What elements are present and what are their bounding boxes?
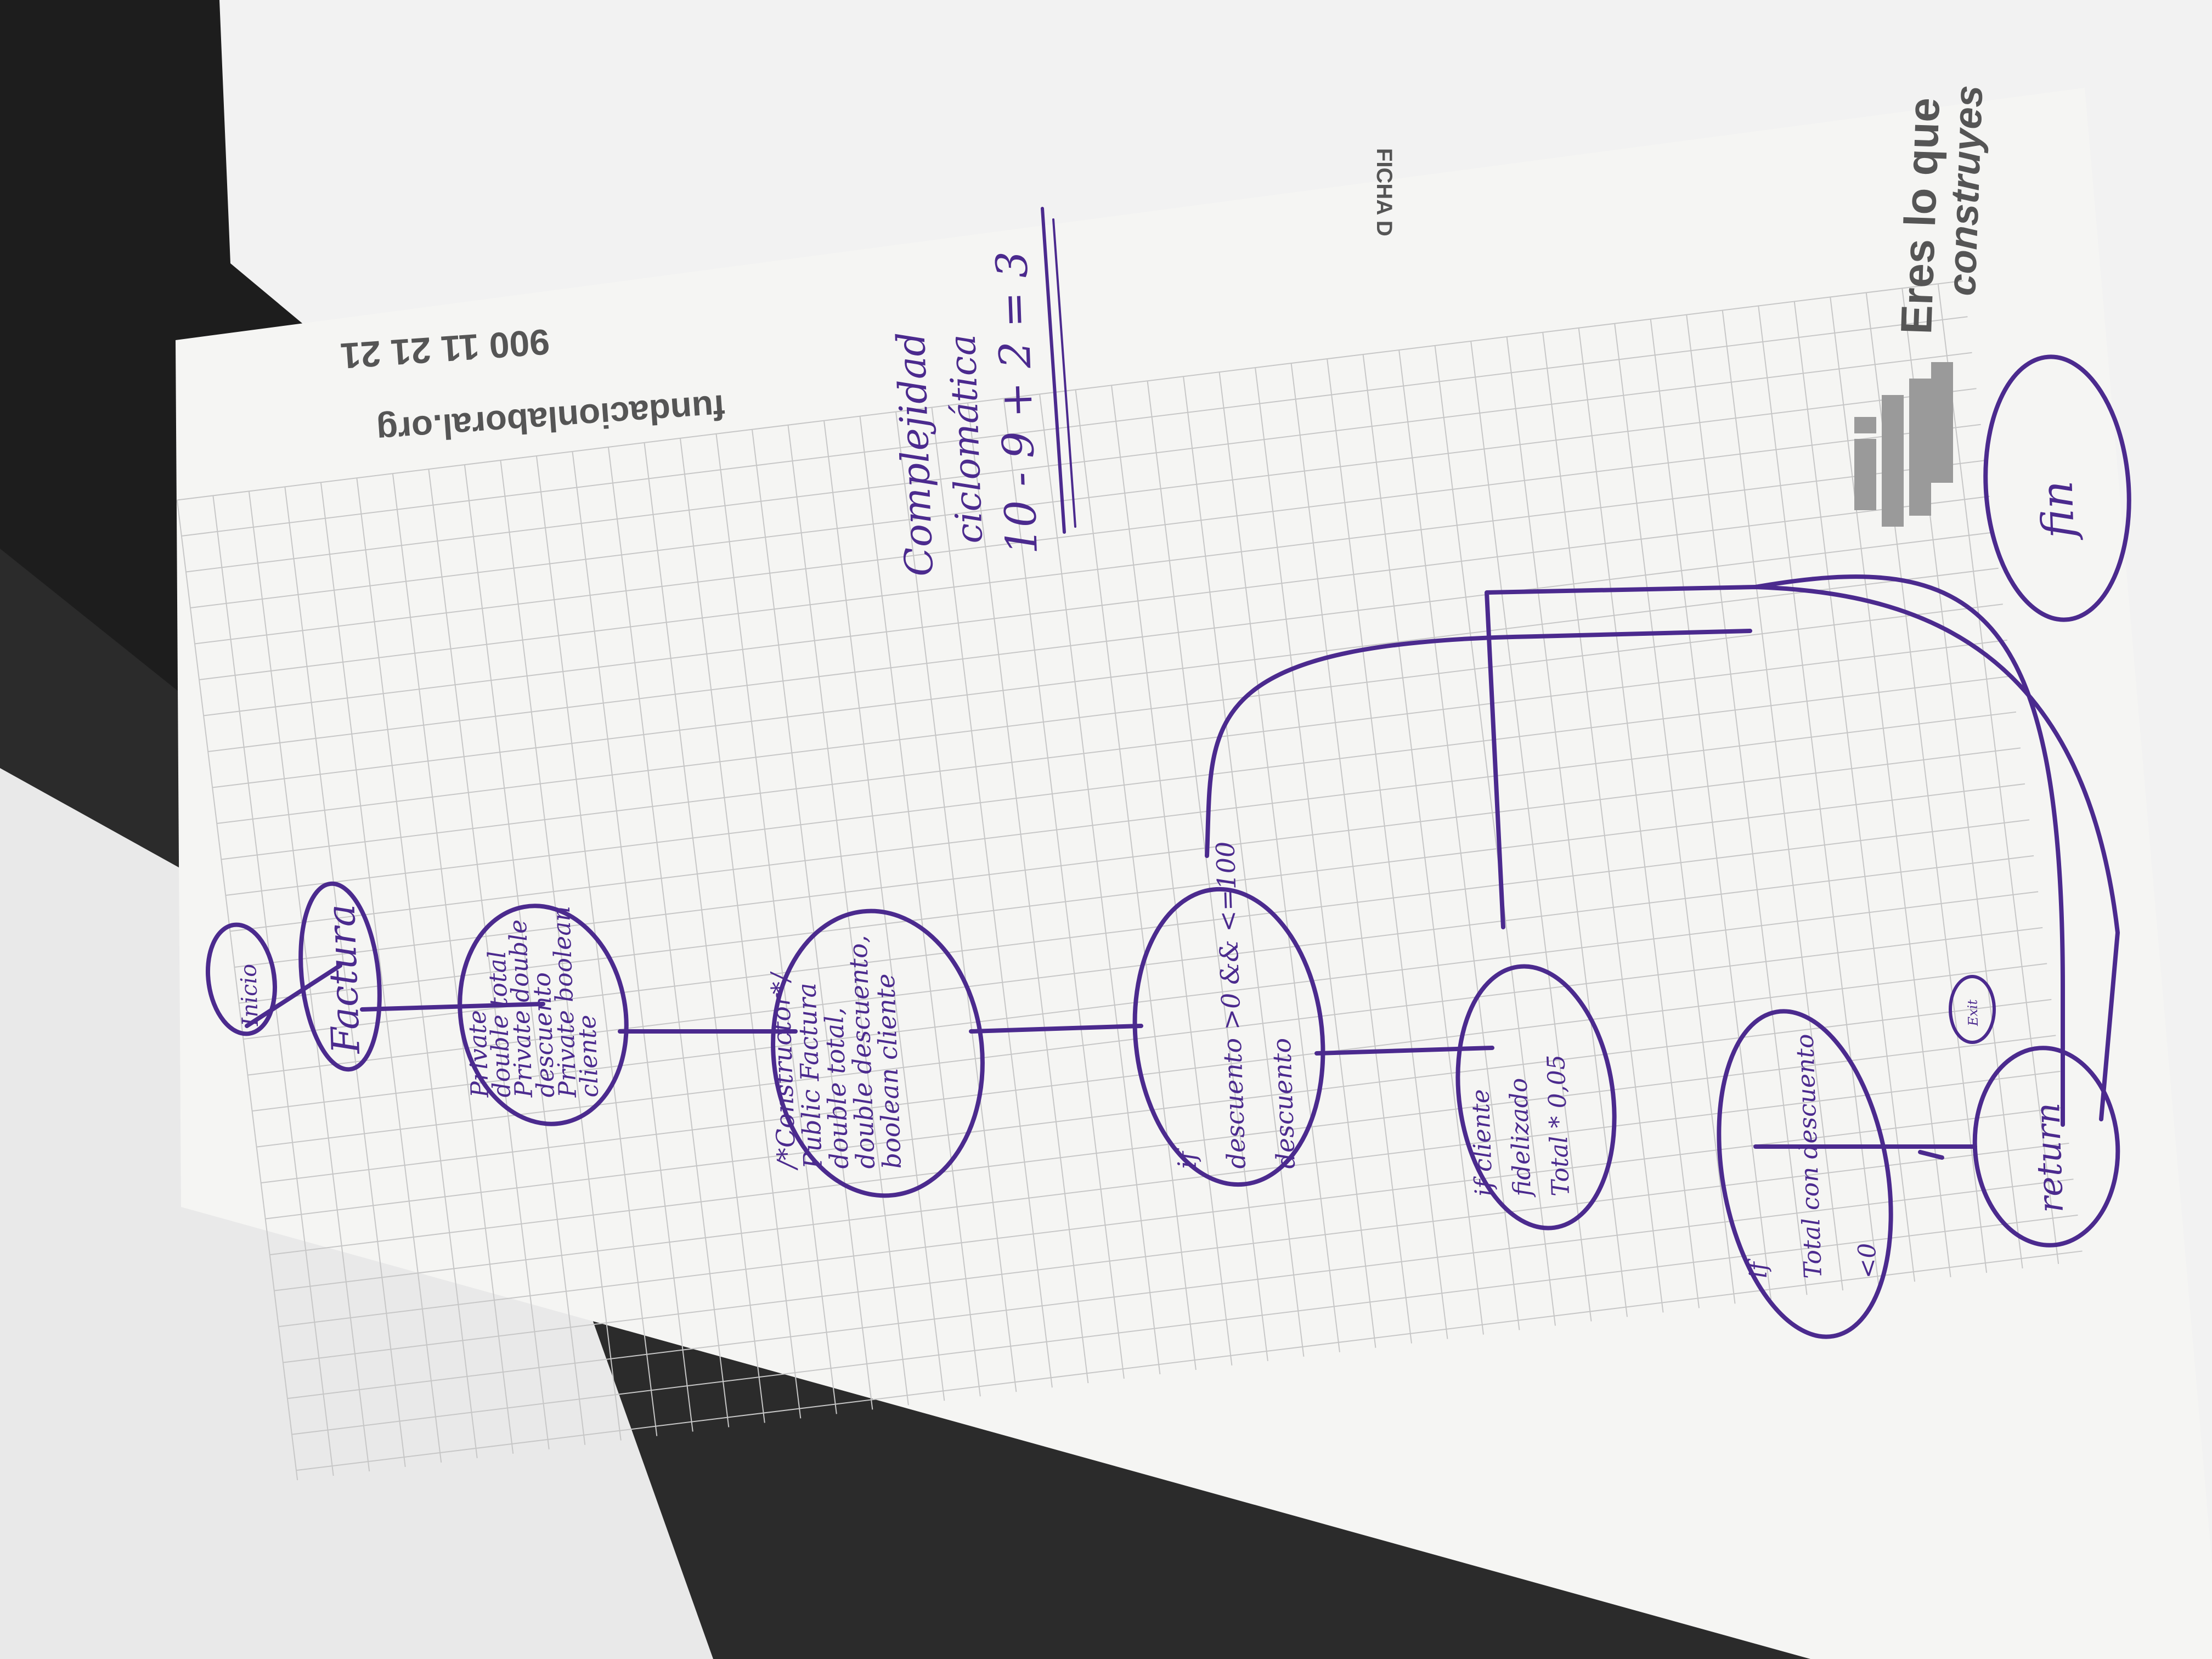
node-small: Exit [1949, 975, 1996, 1044]
slogan-line2: construyes [1940, 84, 1991, 297]
note-title: Complejidad [888, 331, 942, 578]
note-underline2 [1052, 218, 1076, 528]
node-return-label: return [2027, 1102, 2071, 1214]
logo-bars [1854, 362, 1953, 527]
node-inicio: Inicio [205, 922, 278, 1036]
note-subtitle: ciclomática [941, 334, 991, 544]
slogan-line1: Eres lo que [1892, 97, 1949, 335]
node-fin-label: fin [2031, 480, 2084, 542]
constructor-line: boolean cliente [871, 973, 907, 1170]
attr-line: double total [483, 950, 516, 1098]
grid-lines [176, 280, 2083, 1481]
flow-connectors [245, 574, 2120, 1160]
constructor-line: double total, [819, 1007, 854, 1170]
under-page-header: FICHA D [1372, 148, 1396, 236]
note-underline [1041, 207, 1066, 534]
node-inicio-label: Inicio [236, 963, 263, 1027]
node-fin: fin [1983, 354, 2131, 622]
attr-line: descuento [528, 972, 560, 1098]
if2-line: fidelizado [1504, 1077, 1537, 1198]
if2-line: if cliente [1466, 1089, 1498, 1197]
node-factura-label: Factura [319, 903, 369, 1056]
constructor-line: Public Factura [792, 982, 828, 1170]
constructor-line: /*Constructor*/ [765, 970, 802, 1171]
if1-line: descuento [1267, 1037, 1301, 1169]
if3-line: <0 [1853, 1243, 1882, 1279]
attr-line: cliente [573, 1014, 604, 1098]
grid-paper [176, 88, 2212, 1659]
cyclomatic-note: Complejidad ciclomática 10 - 9 + 2 = 3 [888, 207, 1076, 578]
attr-line: Private [463, 1009, 494, 1098]
node-factura: Factura [298, 881, 382, 1072]
node-return: return [1972, 1046, 2120, 1248]
node-small-label: Exit [1965, 999, 1981, 1027]
note-formula: 10 - 9 + 2 = 3 [988, 250, 1047, 556]
attr-line: Private double [504, 919, 538, 1098]
if2-line: Total * 0,05 [1542, 1054, 1575, 1197]
attr-line: Private boolean [548, 905, 582, 1098]
